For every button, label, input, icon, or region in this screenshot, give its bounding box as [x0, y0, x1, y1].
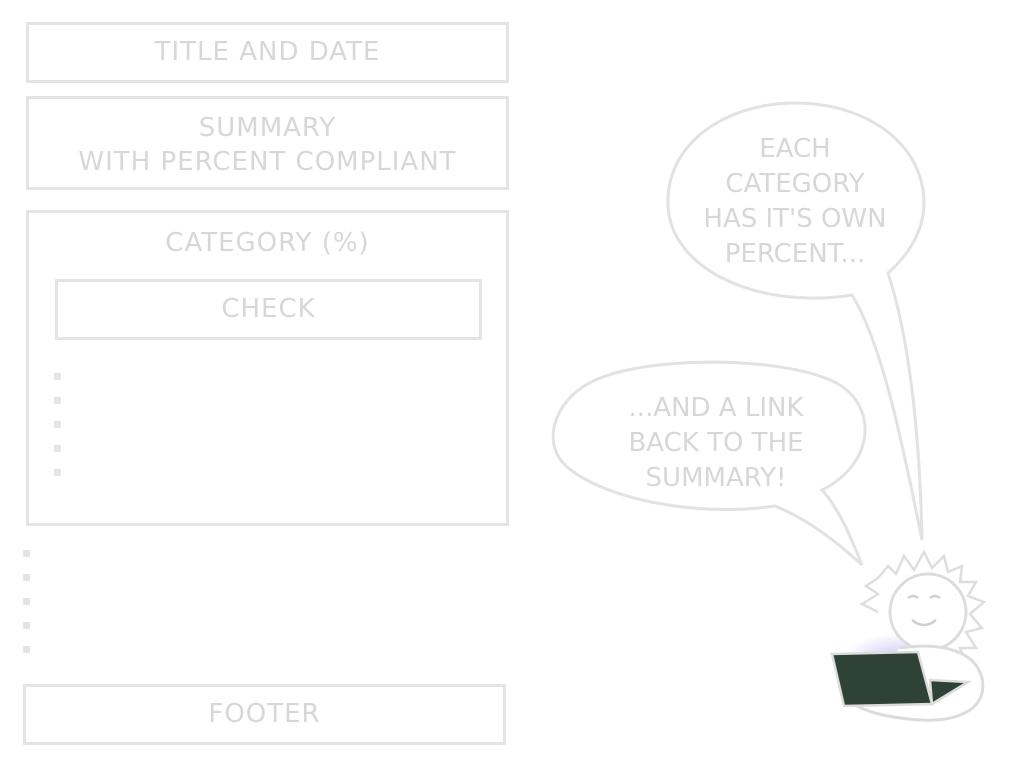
person-with-laptop-icon	[830, 549, 987, 722]
check-box: CHECK	[55, 279, 482, 340]
lower-speech-bubble	[551, 360, 867, 567]
footer-box: FOOTER	[23, 684, 506, 745]
summary-subtitle: WITH PERCENT COMPLIANT	[78, 147, 457, 177]
lower-bubble-line-1: ...AND A LINK	[628, 393, 804, 423]
lower-bubble-line-2: BACK TO THE	[628, 428, 803, 458]
title-and-date-label: TITLE AND DATE	[154, 37, 381, 67]
summary-box: SUMMARY WITH PERCENT COMPLIANT	[26, 96, 509, 190]
upper-bubble-line-3: HAS IT'S OWN	[703, 204, 886, 234]
category-label: CATEGORY (%)	[165, 228, 370, 258]
upper-bubble-line-2: CATEGORY	[725, 169, 864, 199]
check-label: CHECK	[221, 294, 316, 324]
lower-bubble-line-3: SUMMARY!	[646, 463, 787, 493]
summary-label: SUMMARY	[198, 113, 337, 143]
upper-bubble-line-4: PERCENT...	[725, 239, 866, 269]
category-box: CATEGORY (%) CHECK	[26, 210, 509, 526]
title-and-date-box: TITLE AND DATE	[26, 22, 509, 83]
upper-speech-bubble	[666, 101, 926, 541]
upper-bubble-line-1: EACH	[759, 134, 830, 164]
footer-label: FOOTER	[208, 699, 321, 729]
